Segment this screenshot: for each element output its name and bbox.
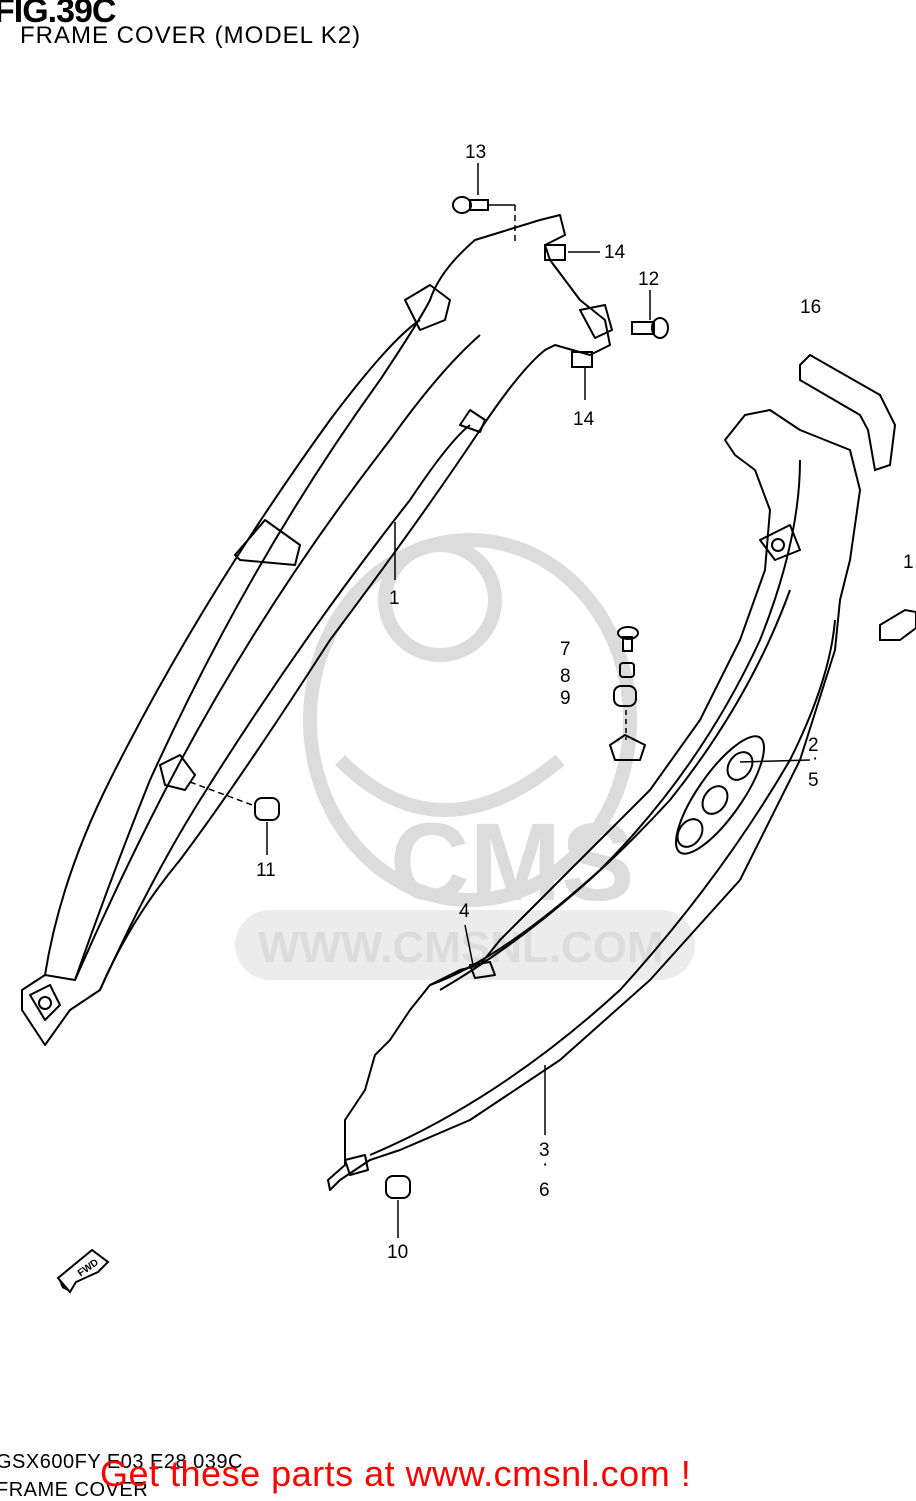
emblem bbox=[674, 735, 766, 855]
callout-dot-2-5: · bbox=[812, 748, 818, 769]
frame-cover-left bbox=[21, 214, 613, 1046]
part-16-strip bbox=[799, 353, 897, 472]
callout-10: 10 bbox=[387, 1242, 408, 1263]
callout-6: 6 bbox=[539, 1180, 550, 1201]
nut-14-lower bbox=[571, 351, 593, 368]
drawing-code: GSX600FY E03 E28 039C bbox=[0, 1451, 243, 1473]
callout-14-lower: 14 bbox=[573, 409, 595, 430]
fwd-arrow: FWD bbox=[56, 1248, 110, 1294]
callout-7: 7 bbox=[560, 639, 571, 660]
leader-lines bbox=[189, 163, 811, 1238]
figure-subtitle: FRAME COVER (MODEL K2) bbox=[20, 22, 362, 49]
side-cover-right bbox=[327, 409, 861, 1191]
callout-12: 12 bbox=[638, 269, 659, 290]
collar-8 bbox=[619, 662, 635, 678]
promo-link[interactable]: Get these parts at www.cmsnl.com ! bbox=[100, 1453, 692, 1494]
callout-11: 11 bbox=[256, 860, 276, 881]
screw-13 bbox=[452, 196, 489, 214]
screw-12 bbox=[631, 317, 669, 339]
callout-16: 16 bbox=[800, 297, 821, 318]
callout-2: 2 bbox=[808, 735, 819, 756]
drawing-name: FRAME COVER bbox=[0, 1479, 149, 1501]
callout-dot-3-6: · bbox=[542, 1154, 548, 1175]
callout-3: 3 bbox=[539, 1140, 550, 1161]
callout-15: 1 bbox=[903, 552, 914, 573]
callout-14-upper: 14 bbox=[604, 242, 626, 263]
watermark-brand: CMS bbox=[390, 801, 634, 924]
nut-14-upper bbox=[544, 244, 566, 261]
callout-8: 8 bbox=[560, 666, 571, 687]
callout-9: 9 bbox=[560, 688, 571, 709]
callout-5: 5 bbox=[808, 770, 819, 791]
callout-4: 4 bbox=[459, 901, 470, 922]
callout-13: 13 bbox=[465, 142, 486, 163]
figure-number: FIG.39C bbox=[0, 0, 116, 30]
callout-1: 1 bbox=[389, 588, 400, 609]
watermark-url: WWW.CMSNL.COM bbox=[258, 923, 664, 972]
screw-7 bbox=[617, 626, 639, 652]
part-15-clip bbox=[879, 608, 916, 641]
grommet-11 bbox=[254, 797, 280, 821]
grommet-9 bbox=[613, 685, 637, 707]
grommet-10 bbox=[385, 1175, 411, 1199]
watermark bbox=[235, 533, 695, 980]
